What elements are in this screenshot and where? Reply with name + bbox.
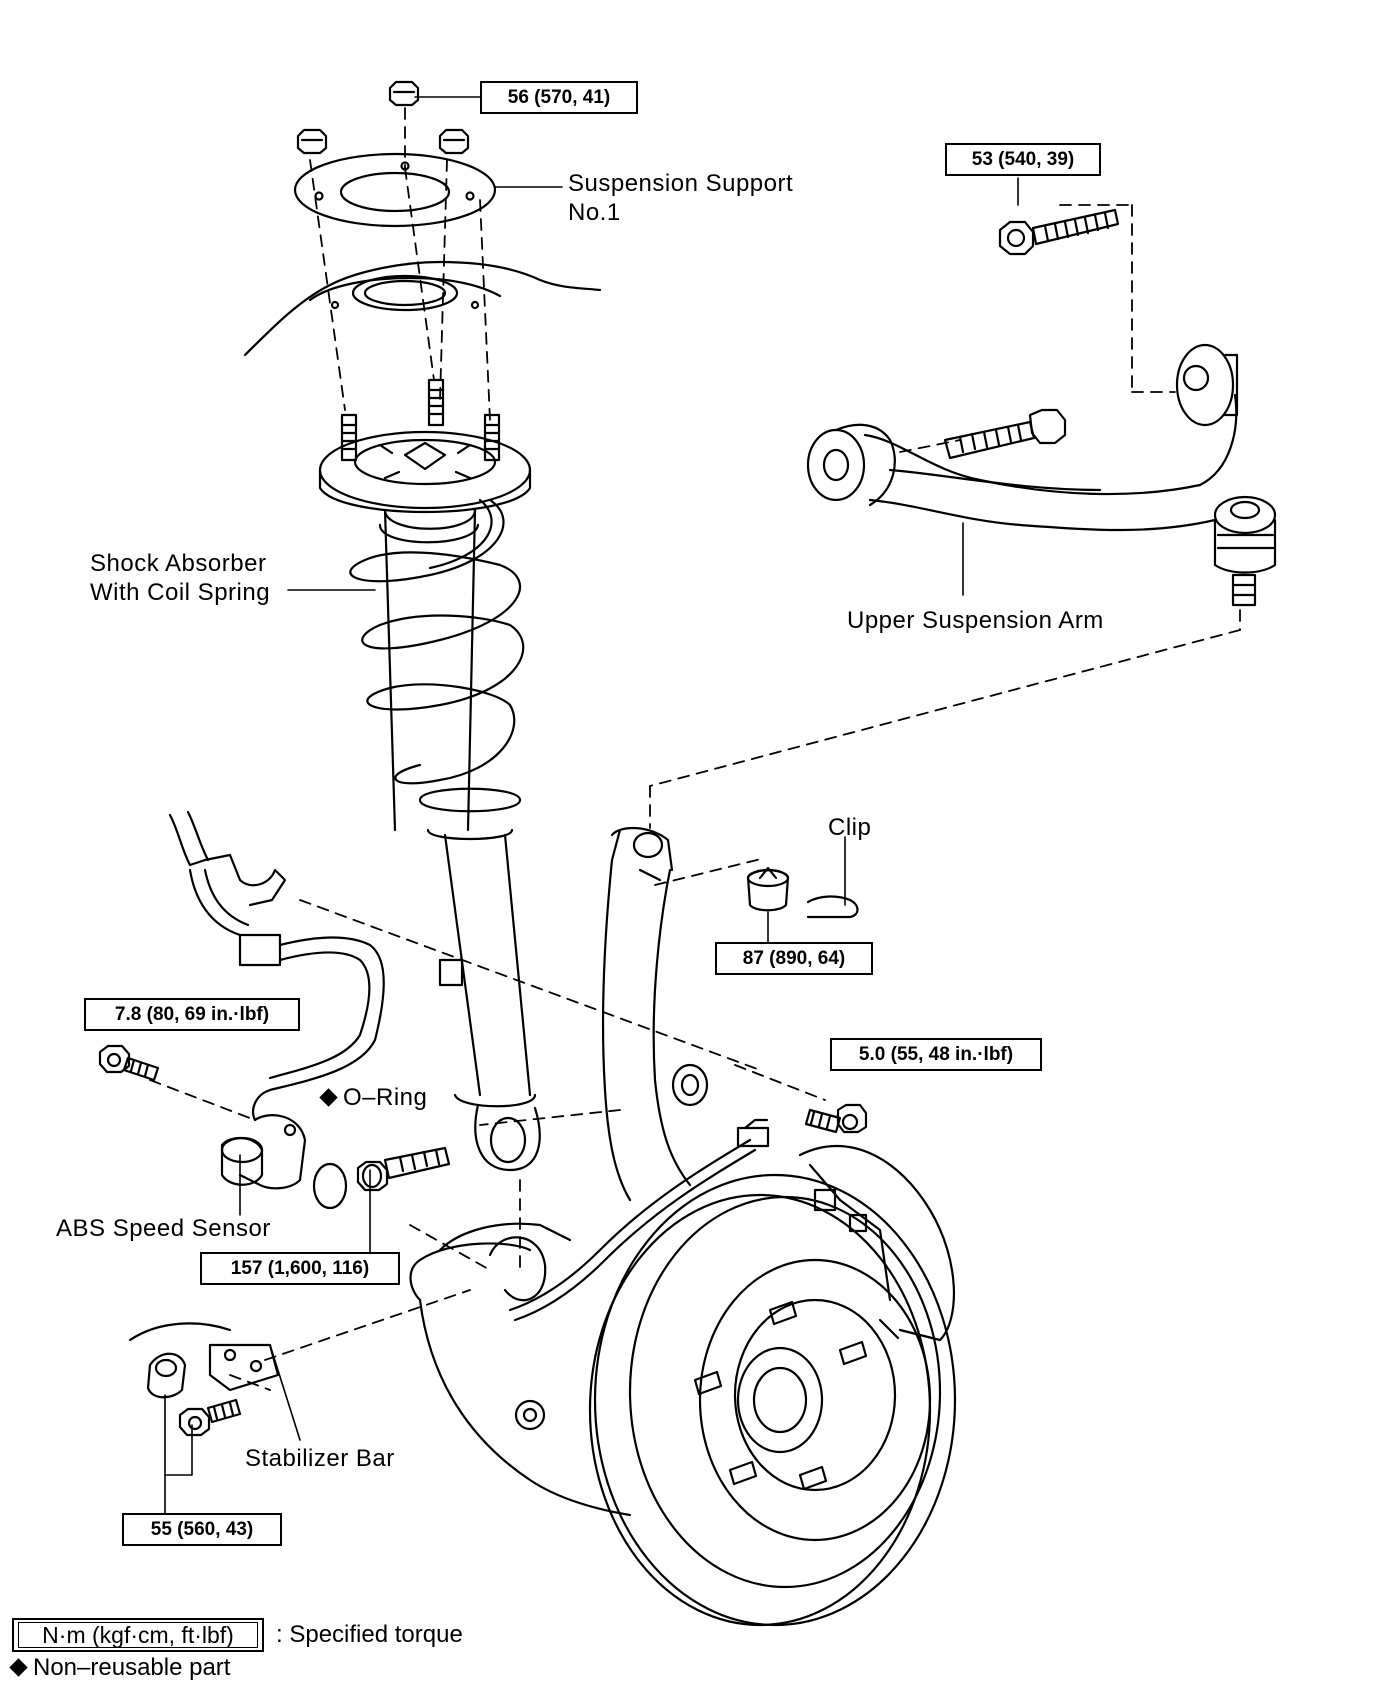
label-abs-speed-sensor: ABS Speed Sensor [56, 1215, 271, 1242]
lower-strut-bolt [356, 1146, 451, 1192]
torque-abs-bolt: 7.8 (80, 69 in.·lbf) [84, 998, 300, 1031]
legend-nonreusable-text: Non–reusable part [33, 1654, 231, 1681]
body-mount [243, 260, 602, 357]
label-o-ring-text: O–Ring [343, 1084, 428, 1111]
label-upper-suspension-arm: Upper Suspension Arm [847, 607, 1104, 634]
label-suspension-support: Suspension Support No.1 [568, 170, 793, 228]
torque-clip-nut: 87 (890, 64) [715, 942, 873, 975]
label-stabilizer-bar: Stabilizer Bar [245, 1445, 395, 1472]
upper-suspension-arm [806, 343, 1277, 607]
clip-nut [746, 866, 859, 919]
label-o-ring: O–Ring [319, 1084, 428, 1113]
arm-bolt-middle [943, 408, 1067, 460]
stabilizer-bolt [178, 1398, 242, 1437]
upper-arm-bolt-top [998, 208, 1120, 256]
torque-stabilizer-nut: 55 (560, 43) [122, 1513, 282, 1546]
torque-lower-bolt: 157 (1,600, 116) [200, 1252, 400, 1285]
diamond-icon [9, 1658, 28, 1677]
strut-top-mount [318, 378, 532, 514]
torque-arm-bolt: 53 (540, 39) [945, 143, 1101, 176]
label-shock-absorber-line2: With Coil Spring [90, 578, 271, 606]
suspension-support-plate [293, 152, 497, 228]
label-clip: Clip [828, 814, 872, 841]
legend-nonreusable: Non–reusable part [9, 1654, 231, 1682]
diamond-icon [319, 1088, 338, 1107]
shock-absorber [349, 498, 541, 1172]
label-suspension-support-line2: No.1 [568, 198, 621, 226]
abs-speed-sensor [220, 1114, 307, 1190]
o-ring [312, 1162, 348, 1210]
label-shock-absorber-line1: Shock Absorber [90, 550, 267, 577]
legend-torque-unit: N·m (kgf·cm, ft·lbf) [18, 1622, 258, 1648]
torque-support-nut: 56 (570, 41) [480, 81, 638, 114]
steering-knuckle [409, 826, 692, 1517]
abs-bolt [98, 1044, 160, 1082]
torque-hose-bolt: 5.0 (55, 48 in.·lbf) [830, 1038, 1042, 1071]
abs-harness [168, 810, 385, 1122]
hose-bracket-bolt [671, 1063, 868, 1134]
brake-hose [508, 1118, 770, 1322]
assembly-lines [149, 107, 1241, 1391]
support-nuts [296, 80, 470, 155]
legend-torque-box: N·m (kgf·cm, ft·lbf) [12, 1618, 264, 1652]
stabilizer-bar [128, 1322, 280, 1399]
legend-torque-description: : Specified torque [276, 1621, 463, 1648]
label-suspension-support-line1: Suspension Support [568, 170, 794, 197]
brake-disc-hub [588, 1145, 957, 1627]
label-shock-absorber: Shock Absorber With Coil Spring [90, 550, 270, 608]
